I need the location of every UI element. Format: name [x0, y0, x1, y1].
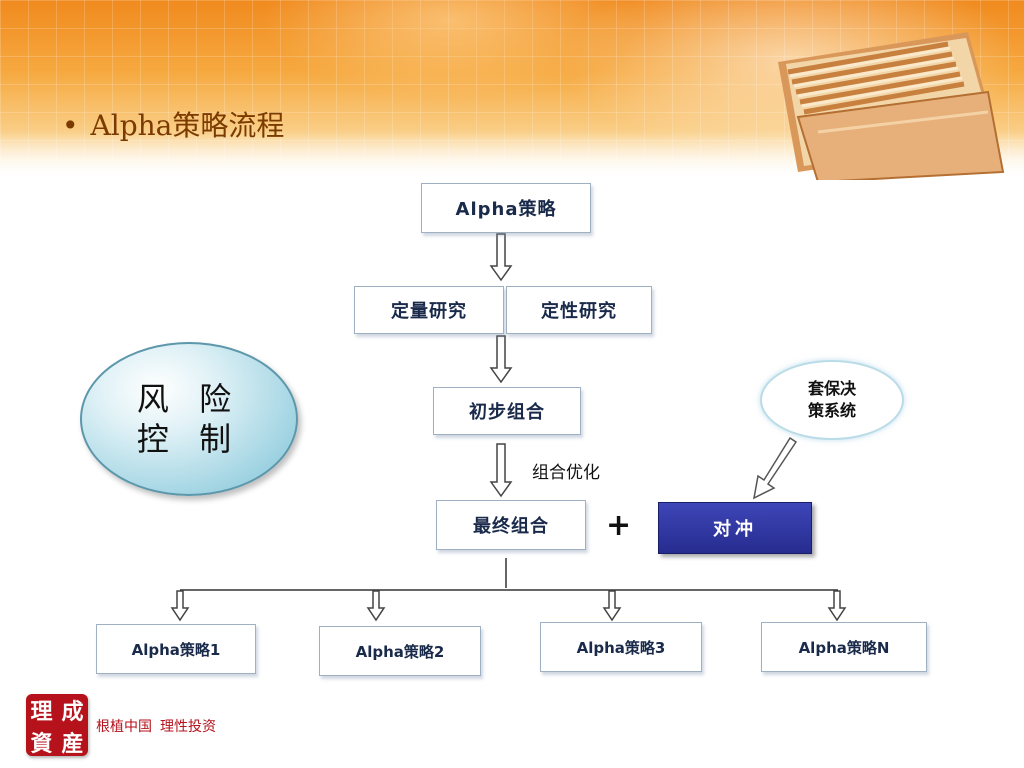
cloud-line2: 策系统 [807, 401, 856, 420]
quant-research-box: 定量研究 [354, 286, 504, 334]
bullet: • [62, 109, 79, 142]
initial-portfolio-box: 初步组合 [433, 387, 581, 435]
cloud-line1: 套保决 [807, 379, 856, 398]
slogan-part1: 根植中国 [96, 719, 152, 735]
strategy-box-3: Alpha策略3 [540, 622, 702, 672]
slogan-part2: 理性投资 [160, 719, 216, 735]
file-folder-icon [778, 32, 1005, 182]
footer-slogan: 根植中国理性投资 [96, 716, 216, 736]
portfolio-optimization-label: 组合优化 [532, 463, 600, 483]
hedge-box: 对冲 [658, 502, 812, 554]
branch-lines [180, 558, 838, 591]
plus-sign: + [606, 508, 632, 543]
alpha-strategy-box: Alpha策略 [421, 183, 591, 233]
slide-title: • Alpha策略流程 [62, 104, 284, 144]
risk-control-bubble: 风 险 控 制 [80, 342, 298, 496]
strategy-box-1: Alpha策略1 [96, 624, 256, 674]
slide-title-text: Alpha策略流程 [90, 109, 285, 142]
arrow-down-icon [489, 233, 513, 498]
hedging-decision-cloud: 套保决 策系统 [760, 360, 904, 440]
logo-char: 理 [30, 699, 53, 725]
risk-control-line1: 风 险 [136, 380, 242, 418]
arrow-diagonal-icon [752, 436, 798, 500]
logo-char: 産 [61, 731, 84, 757]
qual-research-box: 定性研究 [506, 286, 652, 334]
strategy-box-n: Alpha策略N [761, 622, 927, 672]
logo-char: 成 [61, 699, 84, 725]
risk-control-line2: 控 制 [136, 420, 242, 458]
company-logo: 理 成 資 産 [26, 694, 88, 757]
strategy-box-2: Alpha策略2 [319, 626, 481, 676]
arrow-down-icon [170, 590, 847, 622]
logo-char: 資 [30, 731, 53, 757]
final-portfolio-box: 最终组合 [436, 500, 586, 550]
